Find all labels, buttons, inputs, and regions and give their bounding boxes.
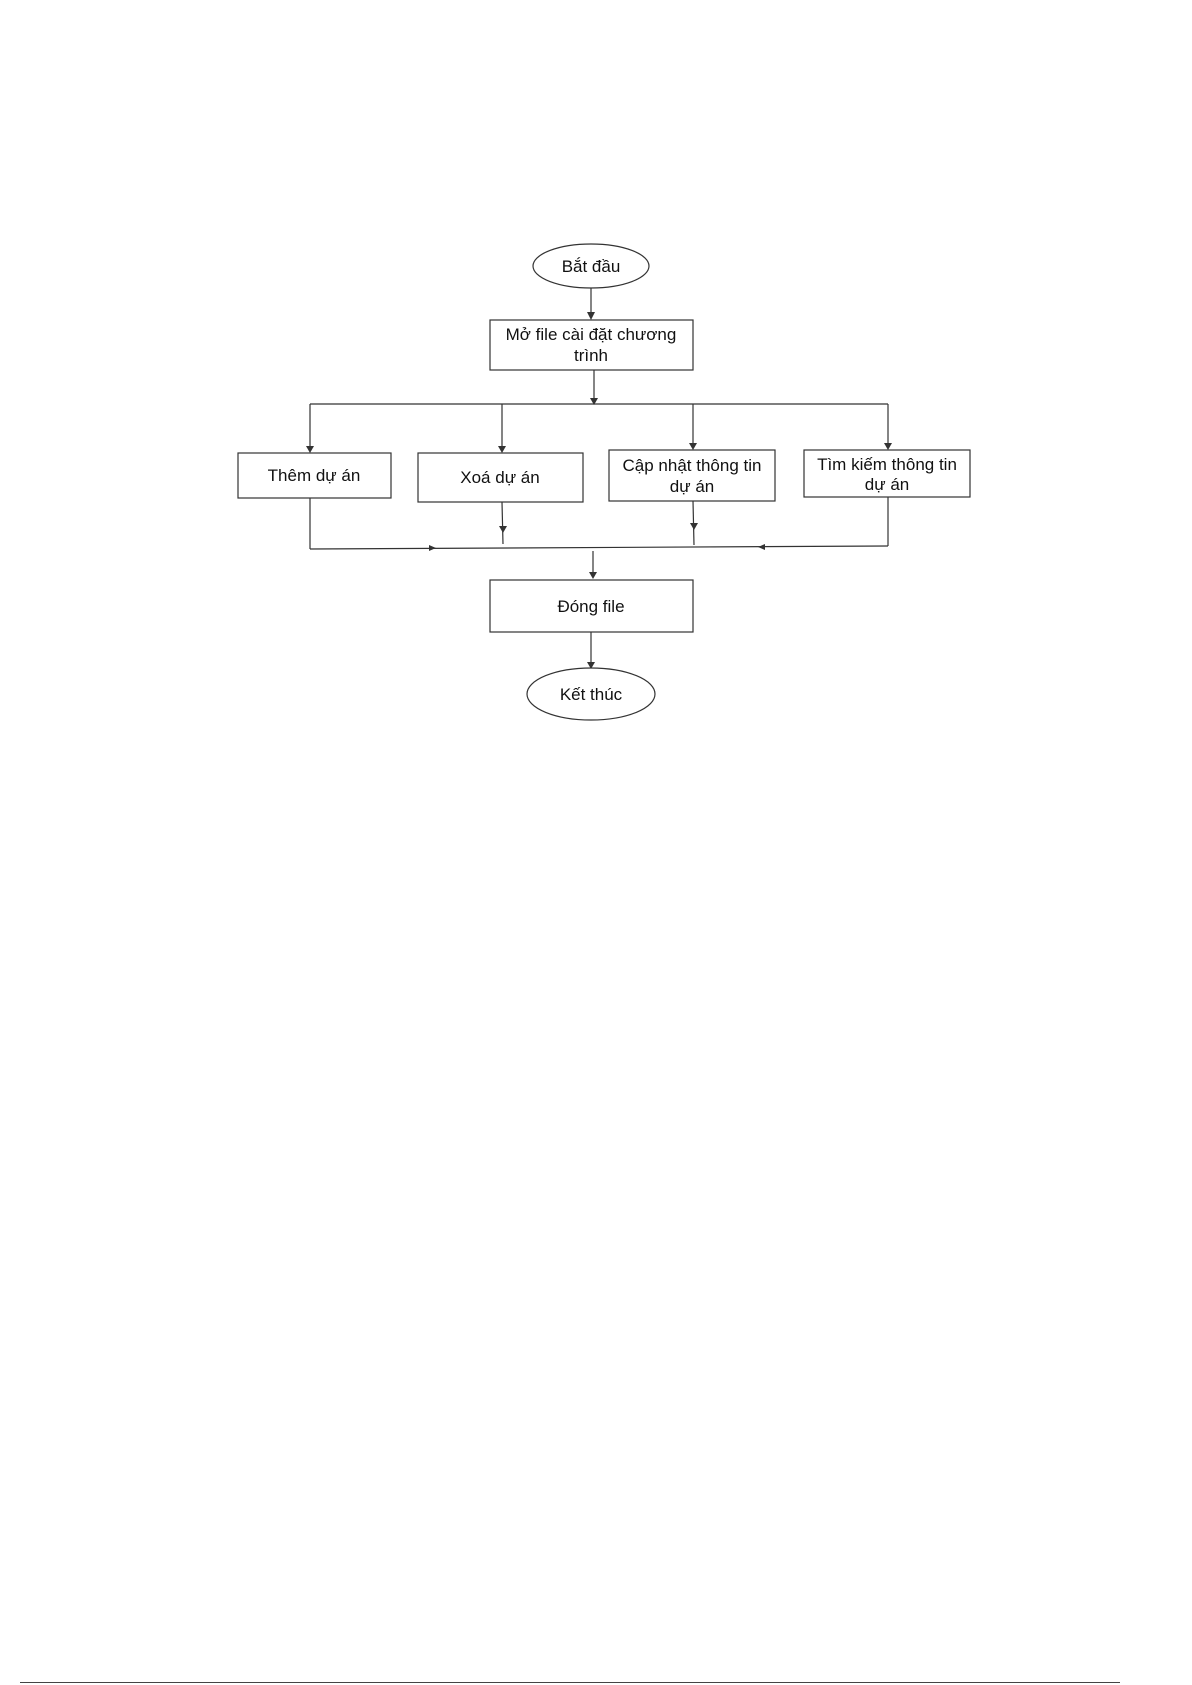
end-label: Kết thúc (560, 685, 623, 704)
arrowhead (689, 443, 697, 450)
start-label: Bắt đầu (562, 257, 621, 276)
arrowhead (758, 544, 765, 550)
open-file-label-line-2: trình (574, 346, 608, 365)
open-file-node: Mở file cài đặt chương trình (490, 320, 693, 370)
action-label-update-line-1: Cập nhật thông tin (623, 456, 762, 475)
close-file-label: Đóng file (557, 597, 624, 616)
start-node: Bắt đầu (533, 244, 649, 288)
arrowhead (587, 312, 595, 320)
arrowhead (498, 446, 506, 453)
action-label-search-line-1: Tìm kiếm thông tin (817, 455, 957, 474)
action-label-update-line-2: dự án (670, 477, 714, 496)
page-bottom-rule (20, 1682, 1120, 1683)
open-file-label-line-1: Mở file cài đặt chương (506, 325, 677, 344)
edge-delete-to-merge (502, 502, 503, 544)
action-label-add: Thêm dự án (268, 466, 361, 485)
arrowhead (884, 443, 892, 450)
merge-bar (310, 546, 888, 549)
close-file-node: Đóng file (490, 580, 693, 632)
arrowhead (306, 446, 314, 453)
action-node-add: Thêm dự án (238, 453, 391, 498)
action-label-search-line-2: dự án (865, 475, 909, 494)
arrowhead (690, 523, 698, 530)
arrowhead (589, 572, 597, 579)
action-node-update: Cập nhật thông tin dự án (609, 450, 775, 501)
arrowhead (499, 526, 507, 533)
action-label-delete: Xoá dự án (460, 468, 539, 487)
action-node-delete: Xoá dự án (418, 453, 583, 502)
end-node: Kết thúc (527, 668, 655, 720)
action-node-search: Tìm kiếm thông tin dự án (804, 450, 970, 497)
arrowhead (429, 545, 436, 551)
